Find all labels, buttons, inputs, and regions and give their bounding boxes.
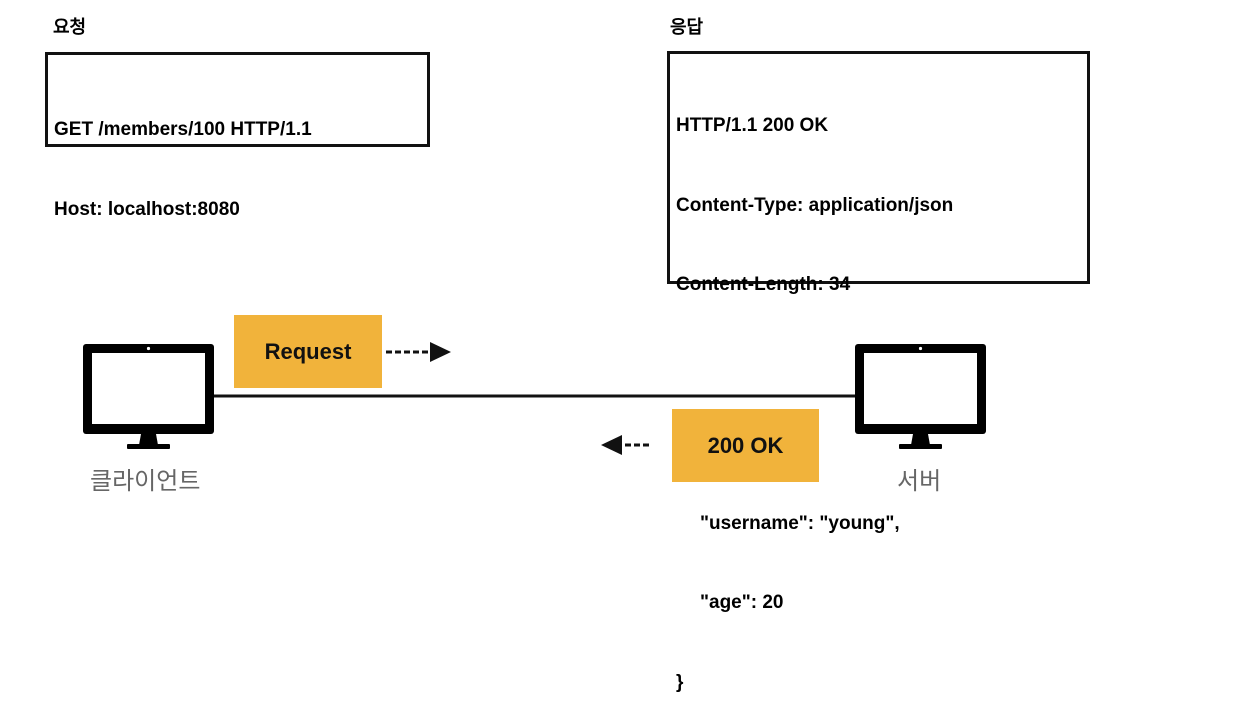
response-body-close-brace: } bbox=[676, 671, 684, 693]
client-monitor-icon bbox=[83, 344, 214, 449]
server-label: 서버 bbox=[897, 467, 942, 495]
response-header-content-length: Content-Length: 34 bbox=[676, 274, 851, 295]
response-status-line: HTTP/1.1 200 OK bbox=[676, 115, 829, 136]
client-label: 클라이언트 bbox=[90, 467, 201, 495]
response-header-content-type: Content-Type: application/json bbox=[676, 194, 954, 216]
network-diagram bbox=[83, 342, 986, 455]
request-line: GET /members/100 HTTP/1.1 bbox=[54, 119, 312, 140]
response-body-age: "age": 20 bbox=[700, 592, 784, 613]
arrow-right-icon bbox=[386, 342, 451, 362]
arrow-left-icon bbox=[601, 435, 651, 455]
request-header-host: Host: localhost:8080 bbox=[54, 198, 240, 220]
response-body-username: "username": "young", bbox=[700, 512, 900, 534]
request-heading: 요청 bbox=[53, 17, 87, 38]
response-heading: 응답 bbox=[670, 17, 704, 38]
server-monitor-icon bbox=[855, 344, 986, 449]
request-tag: Request bbox=[234, 315, 382, 388]
request-message-box: GET /members/100 HTTP/1.1 Host: localhos… bbox=[45, 52, 430, 220]
response-message-box: HTTP/1.1 200 OK Content-Type: applicatio… bbox=[667, 51, 1090, 693]
response-status-tag: 200 OK bbox=[672, 409, 819, 482]
